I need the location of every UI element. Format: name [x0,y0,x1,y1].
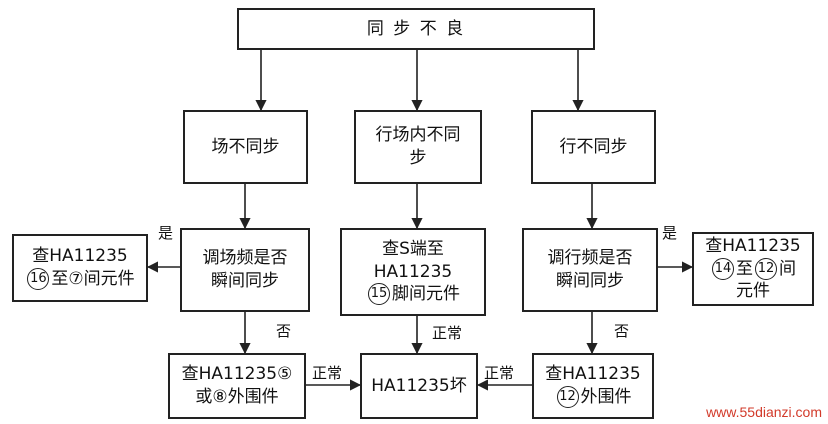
node-label: 瞬间同步 [556,271,624,291]
circled-number: 12 [556,386,579,408]
node-label: HA11235 [373,261,453,282]
node-sync-fault: 同 步 不 良 [237,8,595,50]
edge-label-normal-right: 正常 [484,364,515,382]
node-line-field-inner-not-sync: 行场内不同 步 [354,110,482,184]
circled-number: 12 [755,257,777,280]
node-label: 瞬间同步 [211,271,279,291]
edge-label-normal-left: 正常 [312,364,343,382]
edge-label-no-right: 否 [614,322,630,340]
node-line-not-sync: 行不同步 [531,110,656,184]
node-label: 行场内不同 [375,125,461,146]
node-label: 查HA11235 [545,364,641,385]
circled-number: 14 [712,257,734,280]
edge-label-no-left: 否 [276,322,292,340]
node-field-not-sync: 场不同步 [183,110,308,184]
edge-label-yes-right: 是 [662,224,678,242]
node-field-freq-check: 调场频是否 瞬间同步 [180,228,310,312]
circled-number: 16 [27,268,50,290]
node-label: 行不同步 [559,136,628,157]
node-label: 同 步 不 良 [366,18,466,39]
node-label: 或⑧外围件 [195,387,279,407]
node-label: 外围件 [580,387,632,407]
node-label: 调行频是否 [547,248,633,269]
node-label: 至 [736,258,753,279]
node-label: 查S端至 [382,238,444,259]
node-line-freq-check: 调行频是否 瞬间同步 [522,228,658,312]
node-ic-bad: HA11235坏 [360,353,478,419]
node-label: 步 [409,148,427,168]
node-check-pin5-8: 查HA11235⑤ 或⑧外围件 [168,353,306,419]
edge-label-yes-left: 是 [158,224,174,242]
circled-number: 15 [368,283,390,306]
node-label: 元件 [736,281,770,302]
node-label: 查HA11235 [32,246,128,267]
node-label: 查HA11235⑤ [181,364,293,385]
node-label: 间 [779,258,796,279]
node-label: 至⑦间元件 [51,269,135,289]
edge-label-normal-mid: 正常 [432,324,463,342]
node-label: 脚间元件 [392,284,460,305]
node-label: 查HA11235 [705,235,801,256]
watermark-text: www.55dianzi.com [706,404,822,420]
node-label: HA11235坏 [371,375,467,396]
node-label: 调场频是否 [202,248,288,269]
node-label: 场不同步 [211,136,280,157]
